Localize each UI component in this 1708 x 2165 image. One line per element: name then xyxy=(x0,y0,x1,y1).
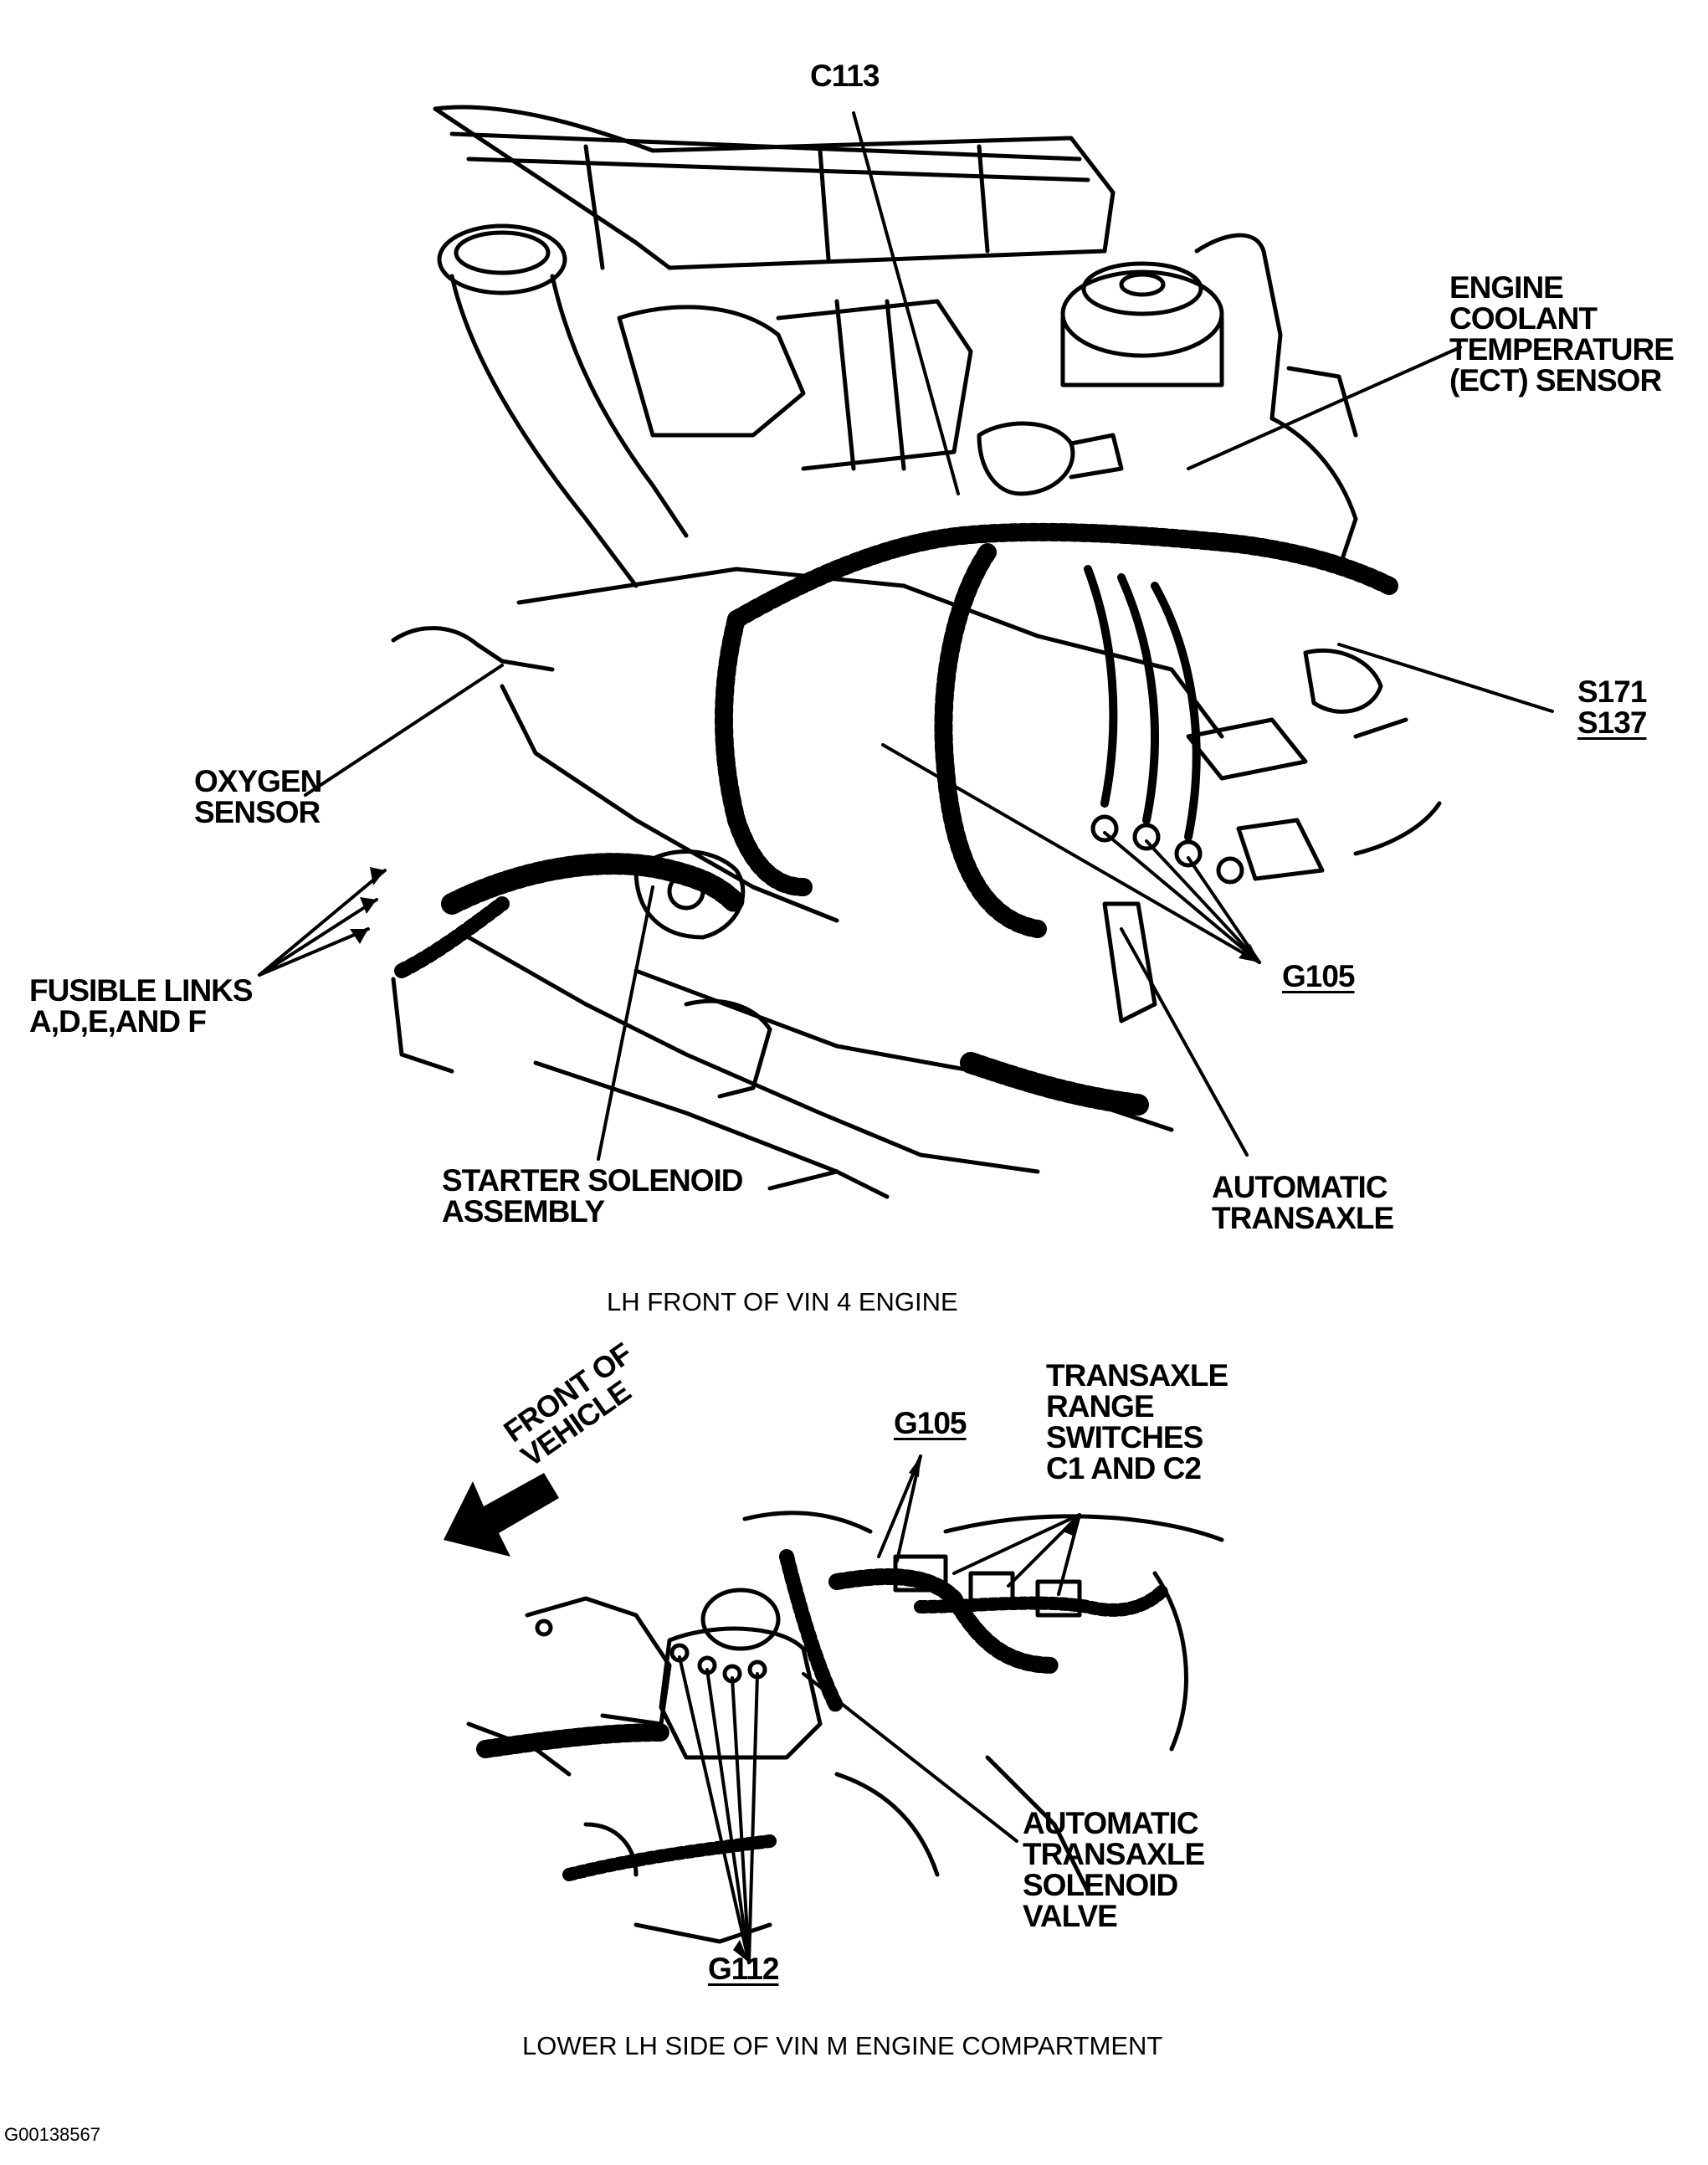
figure2-caption: LOWER LH SIDE OF VIN M ENGINE COMPARTMEN… xyxy=(522,2031,1163,2060)
label-ect-sensor: ENGINE COOLANT TEMPERATURE (ECT) SENSOR xyxy=(1449,270,1675,398)
label-transaxle-solenoid-valve: AUTOMATIC TRANSAXLE SOLENOID VALVE xyxy=(1023,1806,1205,1933)
label-oxygen-sensor: OXYGEN SENSOR xyxy=(194,764,322,829)
label-starter-solenoid: STARTER SOLENOID ASSEMBLY xyxy=(442,1163,743,1229)
figure-id: G00138567 xyxy=(4,2124,100,2145)
label-fusible-links: FUSIBLE LINKS A,D,E,AND F xyxy=(29,973,254,1039)
fig1-arrowheads xyxy=(350,867,1259,962)
label-automatic-transaxle: AUTOMATIC TRANSAXLE xyxy=(1212,1170,1394,1235)
fig1-leader-lines xyxy=(258,111,1554,1161)
label-c113: C113 xyxy=(810,59,880,93)
label-splices: S171 S137 xyxy=(1577,675,1647,740)
vin4-engine-drawing xyxy=(391,105,1442,1199)
figure1-caption: LH FRONT OF VIN 4 ENGINE xyxy=(607,1287,958,1316)
fig2-arrowheads xyxy=(733,1456,1080,1962)
label-g105-fig2: G105 xyxy=(894,1406,967,1440)
label-transaxle-range-switches: TRANSAXLE RANGE SWITCHES C1 AND C2 xyxy=(1046,1358,1228,1485)
label-g105-fig1: G105 xyxy=(1282,959,1356,993)
front-arrow-icon xyxy=(444,1473,559,1557)
label-g112: G112 xyxy=(708,1952,779,1986)
fig2-leader-lines xyxy=(678,1454,1081,1964)
